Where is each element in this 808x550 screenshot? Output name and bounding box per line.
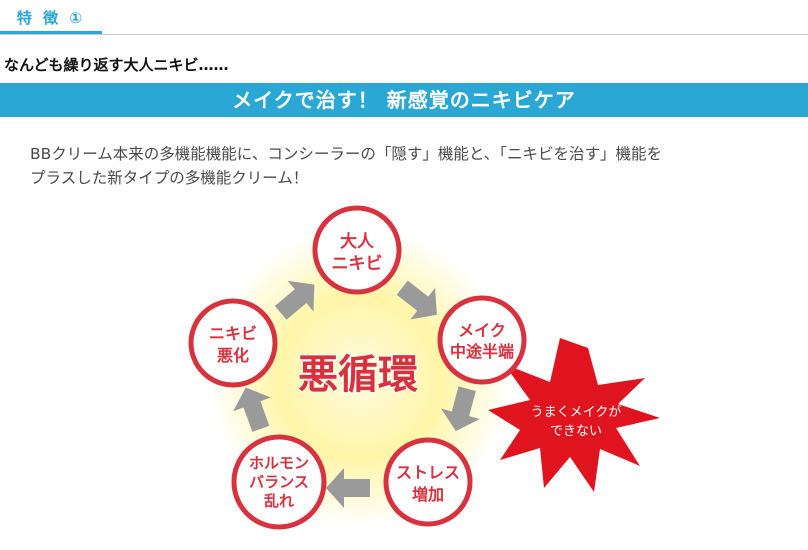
node-left-line-1: ニキビ <box>209 324 257 343</box>
node-bottom-right-line-2: 増加 <box>412 485 444 504</box>
arrow-left-to-top <box>274 280 315 320</box>
feature-banner: メイクで治す！ 新感覚のニキビケア <box>0 83 808 117</box>
center-label: 悪循環 <box>298 352 418 398</box>
node-bottom-left-line-3: 乱れ <box>264 492 294 510</box>
arrow-bottom-left-to-left <box>233 387 271 432</box>
node-adult-acne: 大人 ニキビ <box>312 205 402 295</box>
burst-line-1: うまくメイクが <box>531 405 622 420</box>
node-right-line-1: メイク <box>458 321 506 340</box>
description-line-1: BBクリーム本来の多機能機能に、コンシーラーの「隠す」機能と、「ニキビを治す」機… <box>30 145 662 163</box>
node-top-line-1: 大人 <box>340 231 375 252</box>
node-hormone-imbalance: ホルモン バランス 乱れ <box>231 434 327 530</box>
feature-description: BBクリーム本来の多機能機能に、コンシーラーの「隠す」機能と、「ニキビを治す」機… <box>30 142 800 190</box>
node-right-line-2: 中途半端 <box>450 342 514 361</box>
burst-line-2: できない <box>550 424 602 439</box>
node-bottom-right-line-1: ストレス <box>396 463 460 482</box>
node-bottom-left-line-1: ホルモン <box>249 454 309 472</box>
tab-feature-1[interactable]: 特 徴 ① <box>0 0 102 34</box>
node-makeup-incomplete: メイク 中途半端 <box>437 295 527 385</box>
node-top-line-2: ニキビ <box>332 254 383 274</box>
node-bottom-left-line-2: バランス <box>249 473 309 491</box>
arrow-bottom-right-to-bottom-left <box>326 468 370 508</box>
node-left-line-2: 悪化 <box>217 346 249 365</box>
arrow-top-to-right <box>396 280 437 320</box>
description-line-2: プラスした新タイプの多機能クリーム！ <box>30 169 309 187</box>
node-stress-increase: ストレス 増加 <box>383 437 473 527</box>
tab-header: 特 徴 ① <box>0 0 808 35</box>
burst-shape <box>488 338 660 492</box>
node-acne-worsening: ニキビ 悪化 <box>188 298 278 388</box>
arrow-right-to-bottom-right <box>441 386 480 432</box>
intro-heading: なんども繰り返す大人ニキビ…… <box>4 56 229 74</box>
cycle-arrows <box>233 280 480 508</box>
